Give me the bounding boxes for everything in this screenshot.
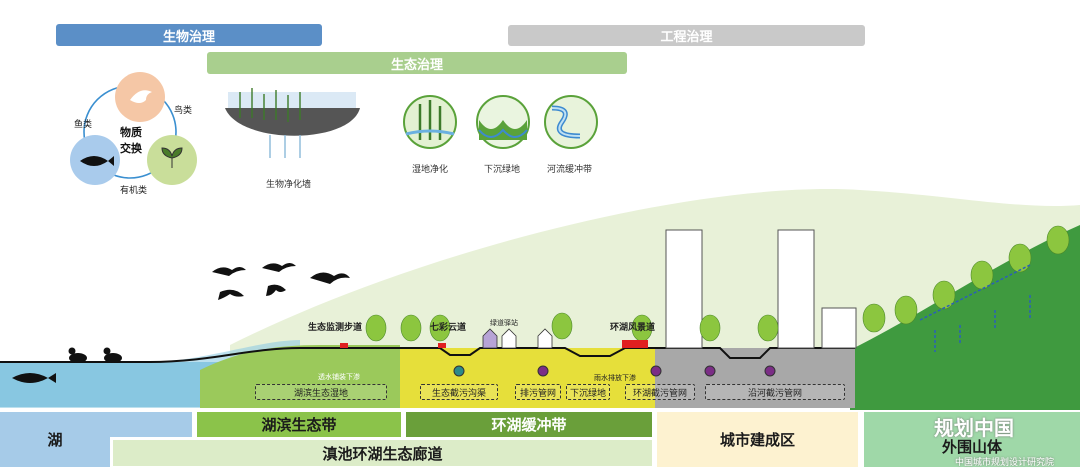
zone-urban: 城市建成区 [657,412,858,467]
bio-governance-label: 生物治理 [162,28,215,44]
buffer-zone-ground [400,348,655,408]
cycle-fish-label: 鱼类 [74,119,93,129]
lakeside-wetland-box: 湖滨生态湿地 [255,384,387,400]
mountain-drainage [919,264,1031,352]
zone-buffer-belt: 环湖缓冲带 [406,412,652,437]
sunken-green-box: 下沉绿地 [566,384,610,400]
monitor-trail-label: 生态监测步道 [308,322,363,332]
house-3 [537,328,553,349]
eco-ditch-box: 生态截污沟渠 [420,384,498,400]
engineering-governance-label: 工程治理 [660,29,713,44]
sunken-green-label: 下沉绿地 [484,164,521,174]
zone-outer-mountain: 外围山体 [864,412,1080,467]
birds [212,263,350,300]
cycle-organic-label: 有机类 [120,185,148,195]
eco-governance-label: 生态治理 [390,56,443,72]
rainbow-road-label: 七彩云道 [430,322,467,332]
zone-lakeside-belt: 湖滨生态带 [197,412,401,437]
wetland-label: 湿地净化 [412,164,449,174]
zone-outer-mountain-label: 外围山体 [941,439,1002,456]
bio-wall-label: 生物净化墙 [266,179,312,189]
cycle-center-line1: 物质 [120,127,142,139]
low-building [821,307,857,349]
cycle-diagram [70,72,197,185]
lake-fish [12,373,56,383]
river-buffer-label: 河流缓冲带 [547,164,593,174]
wetland-icon [403,95,457,149]
zone-buffer-belt-label: 环湖缓冲带 [491,417,567,434]
fish-icon [80,156,114,166]
scenic-road-label: 环湖风景道 [610,322,656,332]
tall-building-1 [665,229,703,349]
zone-lakeside-belt-label: 湖滨生态带 [261,417,337,434]
house-2 [501,328,517,349]
zone-lake-label: 湖 [47,432,63,449]
zone-corridor: 滇池环湖生态廊道 [113,440,652,466]
trees [365,225,1070,342]
bio-wall-illustration [225,88,360,158]
zone-urban-label: 城市建成区 [719,432,795,449]
red-marker-1 [340,343,348,348]
red-marker-3 [622,340,648,348]
lake-pipe-box: 环湖截污管网 [625,384,695,400]
green-road-label: 绿道驿站 [490,320,518,327]
watermark-org: 中国城市规划设计研究院 [955,457,1055,467]
river-pipe-box: 沿河截污管网 [705,384,845,400]
seepage-label: 透水铺装下渗 [318,374,360,381]
river-buffer-icon [544,95,598,149]
house-1 [482,328,498,349]
engineering-governance-bar: 工程治理 [508,25,865,46]
bird-icon [130,90,152,103]
zone-corridor-label: 滇池环湖生态廊道 [322,445,443,463]
cycle-center-line2: 交换 [120,143,142,155]
tall-building-2 [777,229,815,349]
eco-governance-bar: 生态治理 [207,52,627,74]
ducks [68,347,122,363]
bio-governance-bar: 生物治理 [56,24,322,46]
cycle-birds-label: 鸟类 [174,105,193,115]
zone-lake: 湖 [0,412,110,467]
red-marker-2 [438,343,446,348]
lakeside-grass [200,345,400,408]
sprout-icon [161,147,183,168]
pipes [453,365,776,377]
runoff-label: 雨水排放下渗 [594,375,636,382]
sewage-net-box: 排污管网 [515,384,561,400]
watermark-brand: 规划中国 [934,418,1014,440]
sunken-green-icon [476,95,530,149]
